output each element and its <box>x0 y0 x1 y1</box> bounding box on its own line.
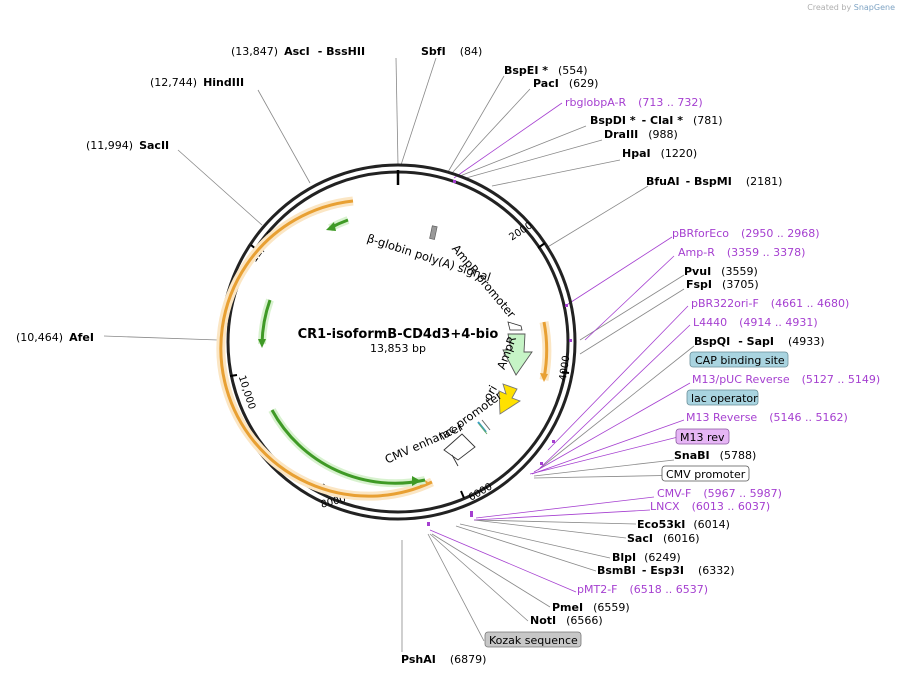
site-bspDI[interactable]: BspDI *- ClaI *(781) <box>590 114 723 127</box>
green-arc-left-arrowhead <box>258 339 266 348</box>
orange-small-arrowhead <box>540 373 548 382</box>
primer-cmvf[interactable]: CMV-F(5967 .. 5987) <box>657 487 782 500</box>
orange-feature-arc <box>219 199 433 498</box>
primer-pbr322ori[interactable]: pBR322ori-F(4661 .. 4680) <box>691 297 849 310</box>
site-pmeI[interactable]: PmeI(6559) <box>552 601 630 614</box>
site-pshAI[interactable]: PshAI(6879) <box>401 653 486 666</box>
polya-signal-mark <box>429 225 438 240</box>
primer-rbglob[interactable]: rbglobpA-R(713 .. 732) <box>565 96 703 109</box>
green-arc-bottom-arrowhead <box>412 476 421 486</box>
cmv-promoter-mark <box>451 454 459 467</box>
primer-m13reverse[interactable]: M13 Reverse(5146 .. 5162) <box>686 411 848 424</box>
site-afeI[interactable]: (10,464)AfeI <box>16 331 94 344</box>
primer-leader-lines <box>429 102 691 593</box>
site-blpI[interactable]: BlpI(6249) <box>612 551 681 564</box>
site-eco53kI[interactable]: Eco53kI(6014) <box>637 518 730 531</box>
tick-4000: 4000 <box>558 355 572 382</box>
primer-m13puc[interactable]: M13/pUC Reverse(5127 .. 5149) <box>692 373 880 386</box>
svg-text:Kozak sequence: Kozak sequence <box>489 634 578 647</box>
box-lac-operator[interactable]: lac operator <box>686 389 759 406</box>
leader-lines <box>103 57 695 652</box>
site-draIII[interactable]: DraIII(988) <box>604 128 678 141</box>
box-m13-rev[interactable]: M13 rev <box>675 428 730 445</box>
primer-l4440[interactable]: L4440(4914 .. 4931) <box>693 316 818 329</box>
primer-pbrforeco[interactable]: pBRforEco(2950 .. 2968) <box>672 227 820 240</box>
credit-prefix: Created by <box>807 3 852 12</box>
site-bspEI[interactable]: BspEI *(554) <box>504 64 588 77</box>
lac-marks <box>477 419 491 435</box>
ori-arrow <box>498 383 521 415</box>
label-ori: ori <box>480 383 500 403</box>
site-hindIII[interactable]: (12,744)HindIII <box>150 76 244 89</box>
site-labels: (13,847)AscI- BssHII SbfI(84) (12,744)Hi… <box>16 45 825 666</box>
site-pacI[interactable]: PacI(629) <box>533 77 598 90</box>
site-bspQI[interactable]: BspQI- SapI(4933) <box>694 335 825 348</box>
site-sacI[interactable]: SacI(6016) <box>627 532 700 545</box>
site-bfuAI[interactable]: BfuAI- BspMI(2181) <box>646 175 782 188</box>
boxed-labels: CAP binding site lac operator M13 rev CM… <box>484 351 789 648</box>
green-arc-top-arrowhead <box>326 222 336 231</box>
svg-text:CMV promoter: CMV promoter <box>666 468 746 481</box>
site-snaBI[interactable]: SnaBI(5788) <box>674 449 756 462</box>
credit-brand: SnapGene <box>853 3 895 12</box>
plasmid-length: 13,853 bp <box>370 342 426 355</box>
site-hpaI[interactable]: HpaI(1220) <box>622 147 697 160</box>
site-fspI[interactable]: FspI(3705) <box>686 278 759 291</box>
plasmid-name: CR1-isoformB-CD4d3+4-bio <box>298 327 499 342</box>
site-notI[interactable]: NotI(6566) <box>530 614 603 627</box>
ampr-arrow <box>502 333 533 376</box>
tick-6000: 6000 <box>467 481 495 503</box>
svg-text:lac operator: lac operator <box>691 392 758 405</box>
primer-labels: rbglobpA-R(713 .. 732) pBRforEco(2950 ..… <box>565 96 880 596</box>
box-cmv-promoter[interactable]: CMV promoter <box>661 465 750 482</box>
green-arc-bottom <box>270 409 426 485</box>
box-cap-binding-site[interactable]: CAP binding site <box>689 351 789 368</box>
site-sacII[interactable]: (11,994)SacII <box>86 139 169 152</box>
site-ascI[interactable]: (13,847)AscI- BssHII <box>231 45 365 58</box>
box-kozak-sequence[interactable]: Kozak sequence <box>484 631 582 648</box>
svg-text:CAP binding site: CAP binding site <box>695 354 785 367</box>
site-sbfI[interactable]: SbfI(84) <box>421 45 482 58</box>
primer-ampr[interactable]: Amp-R(3359 .. 3378) <box>678 246 805 259</box>
ampr-promoter-mark <box>507 321 523 331</box>
primer-lncx[interactable]: LNCX(6013 .. 6037) <box>650 500 770 513</box>
svg-text:M13 rev: M13 rev <box>680 431 725 444</box>
primer-marks <box>427 180 572 526</box>
site-bsmBI[interactable]: BsmBI- Esp3I(6332) <box>597 564 735 577</box>
snapgene-credit: Created by SnapGene <box>807 3 895 12</box>
label-amp-promoter: AmpR promoter <box>449 242 519 321</box>
primer-pmt2f[interactable]: pMT2-F(6518 .. 6537) <box>577 583 708 596</box>
site-pvuI[interactable]: PvuI(3559) <box>684 265 758 278</box>
